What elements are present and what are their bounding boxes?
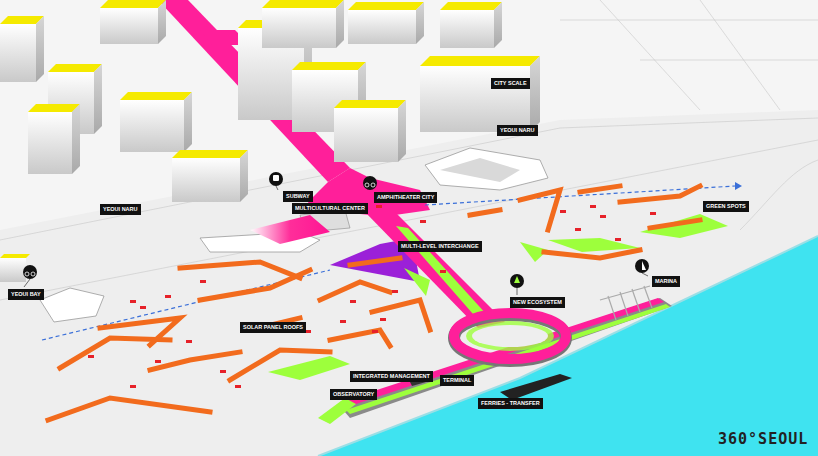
callout-tag: OBSERVATORY bbox=[330, 389, 377, 400]
tag-text: OBSERVATORY bbox=[333, 391, 374, 398]
tag-text: INTEGRATED MANAGEMENT bbox=[353, 373, 430, 380]
tag-text: MARINA bbox=[655, 278, 677, 285]
callout-tag: GREEN SPOTS bbox=[703, 201, 749, 212]
tag-text: GREEN SPOTS bbox=[706, 203, 746, 210]
watermark: 360°SEOUL bbox=[718, 430, 808, 448]
tag-text: YEOUI NARU bbox=[103, 206, 138, 213]
callout-tag: MULTICULTURAL CENTER bbox=[292, 203, 368, 214]
callout-tag: CITY SCALE bbox=[491, 78, 530, 89]
tag-text: CITY SCALE bbox=[494, 80, 527, 87]
callout-tag: TERMINAL bbox=[440, 375, 474, 386]
tag-text: AMPHITHEATER CITY bbox=[377, 194, 434, 201]
callout-tag: SUBWAY bbox=[283, 191, 313, 202]
tag-text: TERMINAL bbox=[443, 377, 471, 384]
callout-tag: SOLAR PANEL ROOFS bbox=[240, 322, 306, 333]
tag-text: MULTI-LEVEL INTERCHANGE bbox=[401, 243, 479, 250]
tag-text: SUBWAY bbox=[286, 193, 310, 200]
callout-tag: YEOUI NARU bbox=[497, 125, 538, 136]
callout-tag: YEOUI NARU bbox=[100, 204, 141, 215]
callout-tag: NEW ECOSYSTEM bbox=[510, 297, 565, 308]
tag-text: SOLAR PANEL ROOFS bbox=[243, 324, 303, 331]
tag-text: YEOUI BAY bbox=[11, 291, 41, 298]
tag-text: FERRIES - TRANSFER bbox=[481, 400, 540, 407]
callout-tag: AMPHITHEATER CITY bbox=[374, 192, 437, 203]
callout-tag: YEOUI BAY bbox=[8, 289, 44, 300]
callout-tag: FERRIES - TRANSFER bbox=[478, 398, 543, 409]
callout-tag: MARINA bbox=[652, 276, 680, 287]
callout-tag: MULTI-LEVEL INTERCHANGE bbox=[398, 241, 482, 252]
tag-text: YEOUI NARU bbox=[500, 127, 535, 134]
callout-tag: INTEGRATED MANAGEMENT bbox=[350, 371, 433, 382]
tag-text: NEW ECOSYSTEM bbox=[513, 299, 562, 306]
tag-text: MULTICULTURAL CENTER bbox=[295, 205, 365, 212]
